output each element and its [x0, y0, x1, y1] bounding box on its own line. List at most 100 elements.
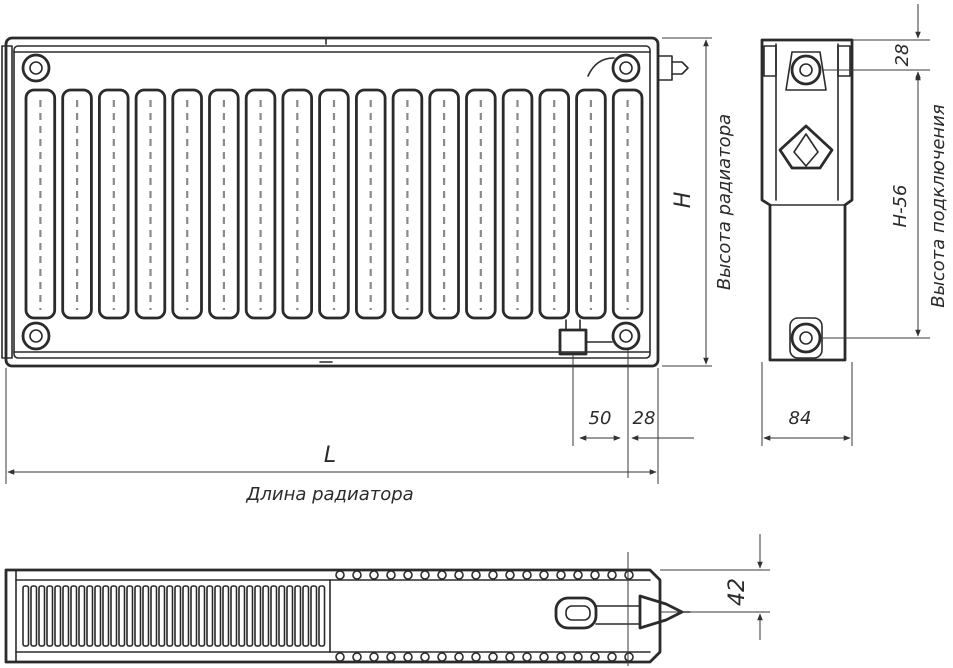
offset-28-label: 28 [633, 408, 656, 429]
convector-slot [182, 585, 190, 647]
weld-point [522, 570, 532, 580]
convector-slot [22, 585, 30, 647]
radiator-fin [61, 88, 93, 320]
top-depth-label: 42 [725, 578, 750, 606]
top-view: 42 [4, 534, 770, 666]
weld-point [369, 652, 379, 662]
front-view: H Высота радиатора 50 28 L Длина радиато… [1, 36, 735, 505]
air-vent-icon [657, 55, 689, 81]
convector-slot [70, 585, 78, 647]
weld-point [556, 570, 566, 580]
weld-point [335, 652, 345, 662]
side-top-offset-label: 28 [892, 44, 913, 67]
convector-slot [238, 585, 246, 647]
convector-slot [86, 585, 94, 647]
weld-point [454, 570, 464, 580]
convector-slot [246, 585, 254, 647]
manufacturer-logo-icon [778, 124, 834, 170]
weld-point [352, 570, 362, 580]
radiator-fin [134, 88, 167, 320]
convector-slot [30, 585, 38, 647]
length-caption: Длина радиатора [245, 484, 413, 505]
length-dimension-label: L [324, 443, 336, 468]
radiator-fin [281, 88, 313, 320]
convector-slot [190, 585, 198, 647]
plug-top-left-icon [21, 53, 51, 83]
weld-point [488, 652, 498, 662]
bottom-valve-icon [558, 319, 613, 356]
convector-slot [214, 585, 222, 647]
side-depth-label: 84 [789, 408, 812, 429]
radiator-fin [611, 88, 644, 320]
convector-slot [158, 585, 166, 647]
weld-point [335, 570, 345, 580]
weld-point [488, 570, 498, 580]
weld-point [403, 570, 413, 580]
weld-point [471, 652, 481, 662]
top-view-valve-icon [554, 552, 691, 666]
convector-slot [62, 585, 70, 647]
convector-slot [142, 585, 150, 647]
convector-slot [46, 585, 54, 647]
radiator-fin [575, 88, 607, 320]
weld-point [590, 652, 600, 662]
weld-point [352, 652, 362, 662]
convector-slot [126, 585, 134, 647]
weld-point [522, 652, 532, 662]
convector-slot [110, 585, 118, 647]
weld-point [539, 570, 549, 580]
top-view-weld-points [335, 570, 634, 662]
plug-bottom-right-icon [611, 321, 641, 351]
weld-point [437, 652, 447, 662]
convector-slot [102, 585, 110, 647]
radiator-fin [428, 88, 460, 320]
convector-slot [278, 585, 286, 647]
radiator-fin [208, 88, 240, 320]
weld-point [437, 570, 447, 580]
weld-point [539, 652, 549, 662]
weld-point [607, 570, 617, 580]
convector-slot [206, 585, 214, 647]
radiator-fin [244, 88, 277, 320]
weld-point [386, 570, 396, 580]
radiator-fin [501, 88, 534, 320]
convector-slot [94, 585, 102, 647]
weld-point [386, 652, 396, 662]
connection-height-label: H-56 [890, 185, 911, 228]
convector-slot [150, 585, 158, 647]
side-view: 28 H-56 Высота подключения 84 [760, 4, 949, 446]
convector-slot [286, 585, 294, 647]
convector-slot [38, 585, 46, 647]
convector-slot [134, 585, 142, 647]
radiator-front-frame [4, 36, 660, 368]
radiator-fin [391, 88, 424, 320]
convector-slot [262, 585, 270, 647]
weld-point [624, 652, 634, 662]
weld-point [471, 570, 481, 580]
weld-point [624, 570, 634, 580]
radiator-fin [24, 88, 57, 320]
convector-slot [254, 585, 262, 647]
radiator-fins [24, 88, 644, 320]
weld-point [454, 652, 464, 662]
convector-slot [294, 585, 302, 647]
side-top-connection-icon [785, 51, 827, 91]
weld-point [505, 570, 515, 580]
radiator-fin [98, 88, 130, 320]
radiator-fin [318, 88, 350, 320]
weld-point [403, 652, 413, 662]
radiator-fin [354, 88, 387, 320]
convector-slot [318, 585, 326, 647]
weld-point [369, 570, 379, 580]
convector-slot [270, 585, 278, 647]
height-dimension-label: H [671, 192, 696, 209]
offset-50-label: 50 [589, 408, 612, 429]
radiator-fin [171, 88, 203, 320]
convector-slots [22, 585, 326, 647]
connection-height-caption: Высота подключения [928, 104, 949, 308]
convector-slot [78, 585, 86, 647]
weld-point [607, 652, 617, 662]
weld-point [573, 652, 583, 662]
convector-slot [230, 585, 238, 647]
